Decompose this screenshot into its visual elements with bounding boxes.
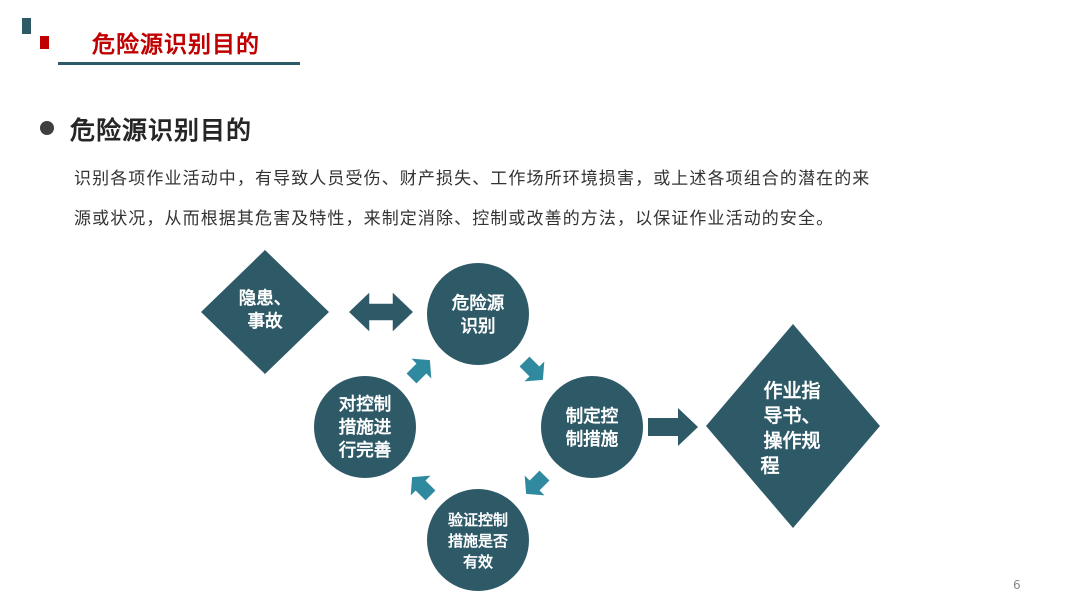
node-verify-line-1: 验证控制 [448,511,508,529]
node-work-instructions: 作业指 导书、 操作规 程 [706,324,880,528]
node-control-line-1: 制定控 [566,406,619,427]
node-improve-line-1: 对控制 [339,394,392,415]
double-arrow-icon [346,289,416,335]
node-output-line-2: 导书、 [763,405,820,427]
svg-text:措施是否: 措施是否 [448,532,508,550]
cycle-arrow-up-left-icon [410,475,436,501]
svg-text:危险源: 危险源 [451,293,505,314]
svg-text:制定控: 制定控 [566,406,619,427]
node-improve-line-3: 行完善 [338,440,392,461]
svg-text:导书、: 导书、 [763,405,820,427]
node-identify-line-1: 危险源 [451,293,505,314]
svg-text:作业指: 作业指 [763,379,820,402]
svg-text:有效: 有效 [463,553,494,571]
node-hazard-line-1: 隐患、 [239,288,292,309]
node-control-measures: 制定控 制措施 [541,376,643,478]
svg-text:识别: 识别 [461,317,496,337]
svg-text:措施进: 措施进 [339,417,392,438]
slide-title: 危险源识别目的 [92,32,260,58]
decor-square-red [40,36,49,49]
node-output-line-3: 操作规 [763,429,820,452]
node-verify-effectiveness: 验证控制 措施是否 有效 [427,489,529,591]
node-hazard-accident: 隐患、 事故 [201,250,329,374]
node-hazard-identification: 危险源 识别 [427,263,529,365]
page-number: 6 [1013,578,1021,592]
node-hazard-line-2: 事故 [248,311,283,332]
svg-text:行完善: 行完善 [338,440,392,461]
node-output-line-4: 程 [760,455,779,477]
svg-text:隐患、: 隐患、 [239,288,292,309]
body-text-line-2: 源或状况，从而根据其危害及特性，来制定消除、控制或改善的方法，以保证作业活动的安… [74,209,835,229]
svg-text:制措施: 制措施 [566,429,619,450]
output-arrow-icon [648,408,698,446]
title-underline [58,62,300,65]
node-verify-line-2: 措施是否 [448,532,508,550]
node-improve-measures: 对控制 措施进 行完善 [314,376,416,478]
node-control-line-2: 制措施 [566,429,619,450]
cycle-arrow-up-right-icon [406,358,432,384]
cycle-arrow-down-right-icon [519,356,545,382]
svg-text:程: 程 [760,455,779,477]
svg-text:操作规: 操作规 [763,429,820,452]
svg-text:事故: 事故 [248,311,283,332]
svg-text:对控制: 对控制 [339,394,392,415]
cycle-arrow-down-left-icon [524,470,550,496]
decor-square-teal [22,18,31,34]
bullet-dot-icon [40,121,54,135]
body-text-line-1: 识别各项作业活动中，有导致人员受伤、财产损失、工作场所环境损害，或上述各项组合的… [74,169,871,189]
node-improve-line-2: 措施进 [339,417,392,438]
node-verify-line-3: 有效 [463,553,494,571]
node-output-line-1: 作业指 [763,379,820,402]
svg-text:验证控制: 验证控制 [448,511,508,529]
node-identify-line-2: 识别 [461,317,496,337]
section-heading: 危险源识别目的 [70,116,253,145]
